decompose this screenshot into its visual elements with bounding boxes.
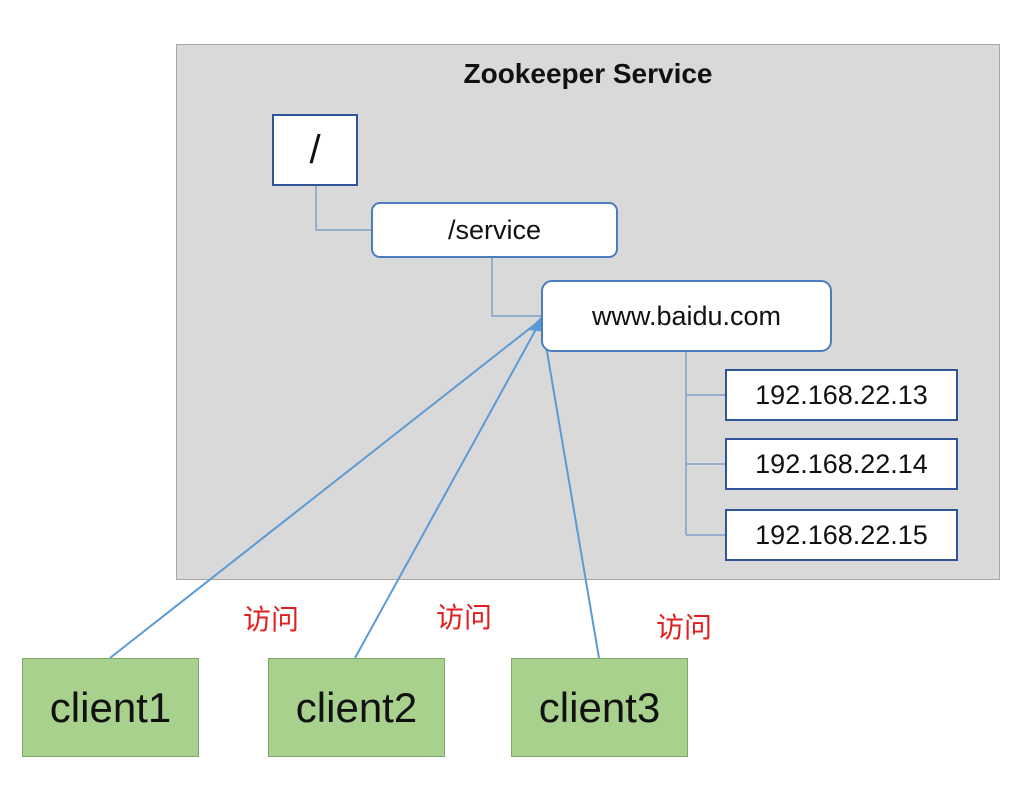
service-title: Zookeeper Service [463,58,713,89]
zk-node-ip-2: 192.168.22.14 [725,438,958,490]
client-box-2: client2 [268,658,445,757]
zk-node-ip-3: 192.168.22.15 [725,509,958,561]
access-label-client1: 访问 [243,604,300,635]
client-box-1: client1 [22,658,199,757]
zk-node-ip-1: 192.168.22.13 [725,369,958,421]
access-label-client2: 访问 [436,602,493,633]
zk-node-host: www.baidu.com [541,280,832,352]
client-box-3: client3 [511,658,688,757]
zk-node-root: / [272,114,358,186]
zk-node-service: /service [371,202,618,258]
access-label-client3: 访问 [656,612,713,643]
